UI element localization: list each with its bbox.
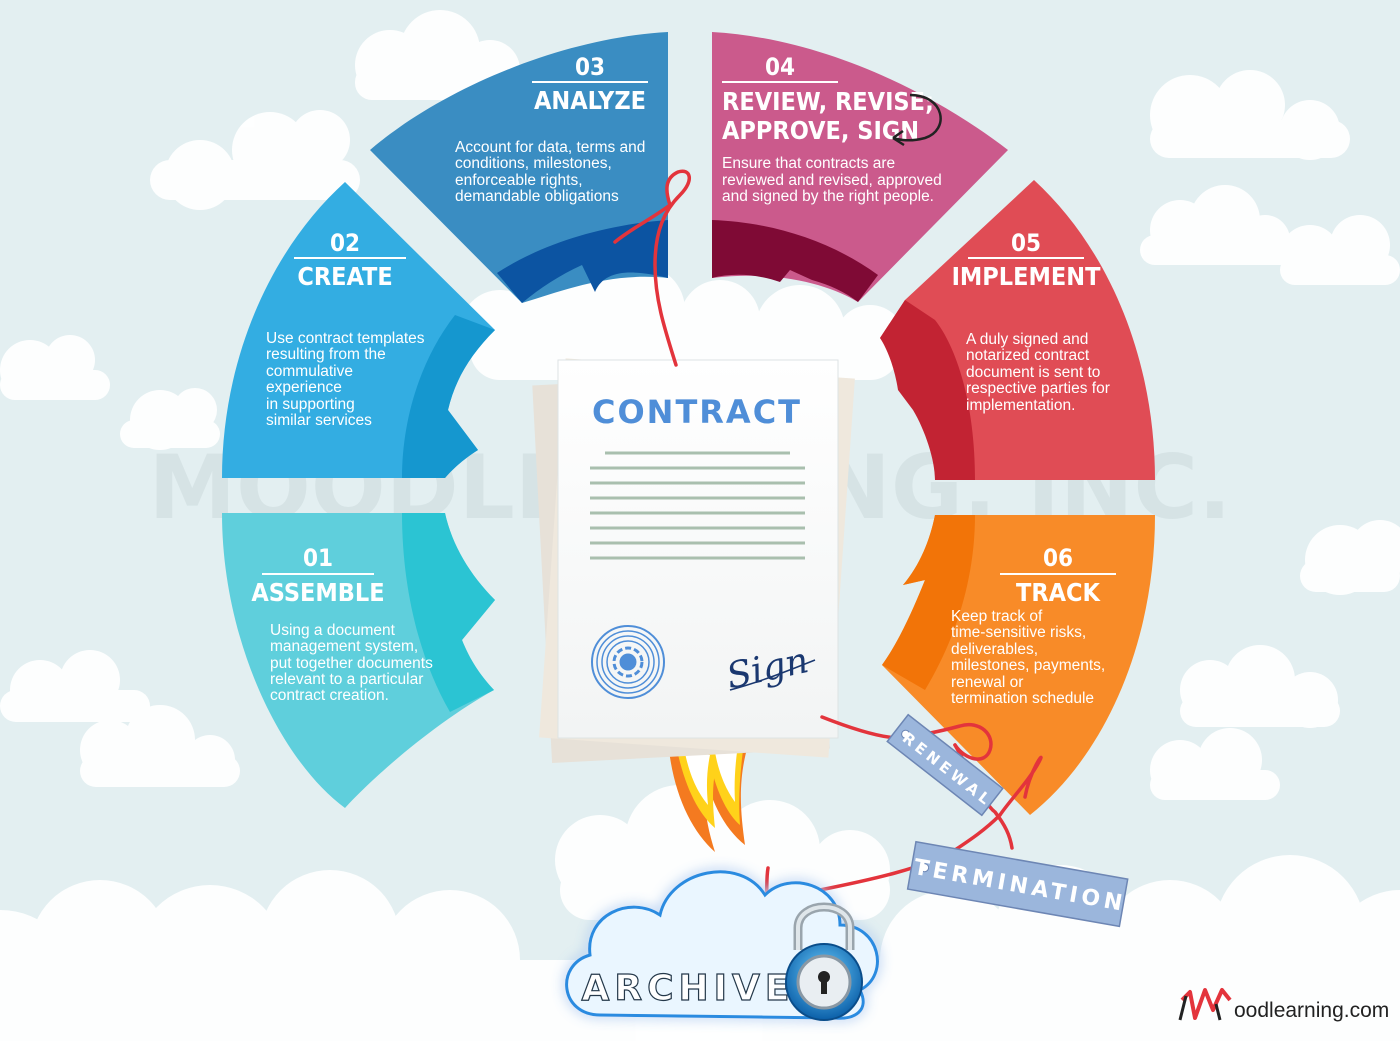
- step-desc-line: reviewed and revised, approved: [722, 172, 942, 189]
- contract-document: CONTRACT Sign: [532, 358, 855, 764]
- step-desc-line: termination schedule: [951, 690, 1094, 707]
- step-desc-line: implementation.: [966, 397, 1075, 414]
- step-number: 05: [1011, 229, 1041, 257]
- step-desc-line: commulative: [266, 363, 353, 380]
- seal-icon: [591, 625, 665, 699]
- step-number: 03: [575, 53, 605, 81]
- step-segments: [222, 32, 1155, 815]
- step-desc-line: notarized contract: [966, 347, 1090, 364]
- step-06: 06 TRACK Keep track of time-sensitive ri…: [951, 544, 1116, 707]
- step-desc-line: respective parties for: [966, 380, 1110, 397]
- step-desc-line: demandable obligations: [455, 188, 619, 205]
- step-desc-line: renewal or: [951, 674, 1023, 691]
- step-number: 06: [1043, 544, 1073, 572]
- segment-assemble: [222, 513, 495, 808]
- step-title: CREATE: [297, 262, 392, 291]
- step-03: 03 ANALYZE Account for data, terms and c…: [455, 53, 648, 205]
- step-04: 04 REVIEW, REVISE; APPROVE, SIGN Ensure …: [722, 53, 942, 205]
- segment-track: [882, 515, 1155, 815]
- segment-create: [222, 182, 495, 478]
- step-desc-line: conditions, milestones,: [455, 155, 612, 172]
- step-title: ASSEMBLE: [251, 578, 384, 607]
- step-02: 02 CREATE Use contract templates resulti…: [266, 229, 425, 429]
- step-desc-line: resulting from the: [266, 346, 386, 363]
- curved-arrow-icon: [892, 93, 942, 142]
- background-clouds: [0, 10, 1400, 1041]
- step-desc-line: deliverables,: [951, 641, 1038, 658]
- step-number: 04: [765, 53, 795, 81]
- segment-analyze: [370, 32, 668, 303]
- step-title-line: APPROVE, SIGN: [722, 116, 919, 145]
- step-desc-line: A duly signed and: [966, 331, 1088, 348]
- step-title-line: REVIEW, REVISE;: [722, 87, 934, 116]
- step-desc-line: similar services: [266, 412, 372, 429]
- step-desc-line: Keep track of: [951, 608, 1043, 625]
- step-05: 05 IMPLEMENT A duly signed and notarized…: [952, 229, 1110, 414]
- step-number: 01: [303, 544, 333, 572]
- step-desc-line: contract creation.: [270, 687, 389, 704]
- step-desc-line: in supporting: [266, 396, 355, 413]
- padlock-icon: [785, 902, 863, 1021]
- contract-text-lines: [590, 451, 805, 560]
- logo-text: oodlearning.com: [1234, 999, 1389, 1022]
- step-desc-line: document is sent to: [966, 364, 1100, 381]
- step-desc-line: and signed by the right people.: [722, 188, 934, 205]
- contract-title: CONTRACT: [592, 393, 802, 431]
- step-desc-line: relevant to a particular: [270, 671, 423, 688]
- step-desc-line: Account for data, terms and: [455, 139, 645, 156]
- segment-review: [712, 32, 1008, 302]
- step-desc-line: management system,: [270, 638, 418, 655]
- step-desc-line: experience: [266, 379, 342, 396]
- step-desc-line: Using a document: [270, 622, 396, 639]
- step-01: 01 ASSEMBLE Using a document management …: [251, 544, 433, 704]
- step-title: ANALYZE: [534, 86, 646, 115]
- step-desc-line: Use contract templates: [266, 330, 425, 347]
- step-desc-line: milestones, payments,: [951, 657, 1105, 674]
- moodlearning-logo: oodlearning.com: [1178, 988, 1389, 1022]
- step-title: TRACK: [1016, 578, 1102, 607]
- step-desc-line: enforceable rights,: [455, 172, 583, 189]
- step-number: 02: [330, 229, 360, 257]
- archive-label: ARCHIVE: [582, 968, 795, 1009]
- rocket-flame-icon: [668, 740, 748, 852]
- segment-implement: [880, 180, 1155, 480]
- step-desc-line: Ensure that contracts are: [722, 155, 895, 172]
- step-desc-line: put together documents: [270, 655, 433, 672]
- step-desc-line: time-sensitive risks,: [951, 624, 1086, 641]
- step-title: IMPLEMENT: [952, 262, 1102, 291]
